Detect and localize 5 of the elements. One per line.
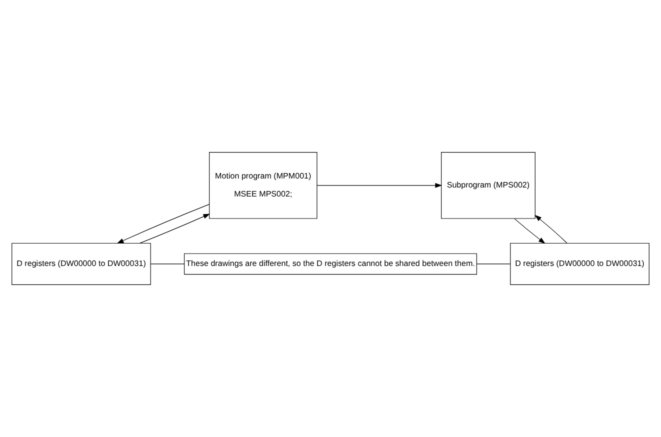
arrow <box>140 214 210 244</box>
arrow <box>514 218 546 244</box>
arrow <box>316 182 442 188</box>
arrow <box>534 214 568 244</box>
arrow <box>116 204 210 244</box>
